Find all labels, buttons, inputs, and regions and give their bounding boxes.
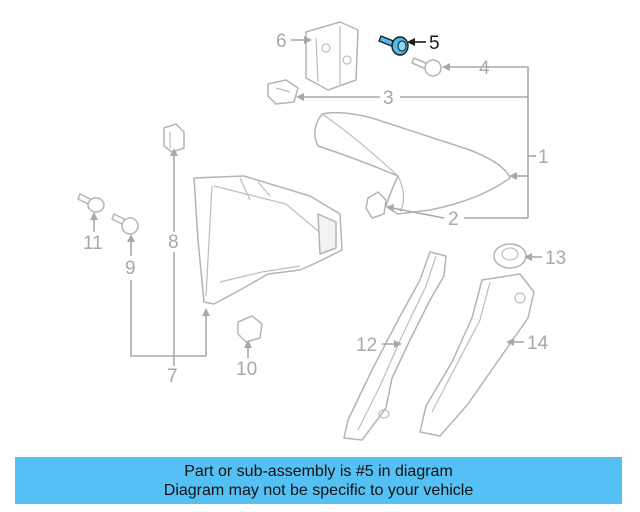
parts-diagram: 6 5 4 3 1 2 8 11 9 13 12 14 10 7 [77, 21, 566, 441]
part-13-grommet [493, 243, 527, 269]
callout-10: 10 [236, 359, 257, 380]
part-14-pillar-trim [419, 273, 535, 437]
callout-8: 8 [168, 232, 179, 253]
callout-11: 11 [83, 233, 103, 254]
leader-lines [90, 36, 542, 366]
part-6-bracket [305, 21, 359, 91]
info-banner: Part or sub-assembly is #5 in diagram Di… [15, 457, 622, 504]
part-10-clip [237, 315, 263, 343]
callout-14: 14 [527, 333, 549, 354]
callout-6: 6 [276, 31, 287, 52]
callout-12: 12 [356, 335, 377, 356]
part-3-clip [267, 79, 299, 105]
callout-13: 13 [545, 248, 566, 269]
part-7-quarter-trim [193, 175, 343, 305]
banner-line-disclaimer: Diagram may not be specific to your vehi… [163, 481, 474, 499]
banner-line-part-number: Part or sub-assembly is #5 in diagram [184, 462, 453, 480]
callout-labels: 6 5 4 3 1 2 8 11 9 13 12 14 10 7 [83, 31, 566, 387]
callout-3: 3 [383, 88, 394, 109]
callout-9: 9 [125, 258, 136, 279]
callout-1: 1 [538, 147, 549, 168]
part-11-bolt [77, 193, 105, 213]
callout-2: 2 [448, 209, 459, 230]
part-8-clip [163, 123, 185, 153]
callout-4: 4 [479, 58, 490, 79]
part-4-bolt [411, 57, 442, 77]
callout-7: 7 [167, 366, 178, 387]
part-2-clip [365, 191, 387, 219]
part-9-bolt [111, 213, 139, 235]
part-1-trim-panel [314, 111, 511, 215]
part-5-bolt[interactable] [378, 35, 409, 56]
callout-5[interactable]: 5 [429, 33, 440, 54]
